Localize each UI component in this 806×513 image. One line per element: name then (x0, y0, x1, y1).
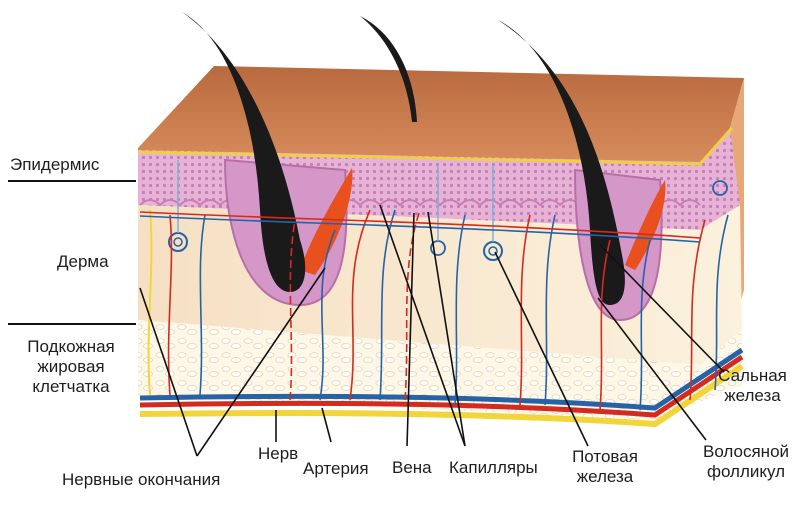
label-sweat-gland-line1: Потовая (560, 447, 650, 467)
label-sweat-gland: Потовая железа (560, 447, 650, 487)
label-epidermis: Эпидермис (10, 155, 99, 175)
label-subcutaneous-line1: Подкожная (10, 337, 132, 357)
label-sebaceous-gland: Сальная железа (705, 366, 800, 406)
label-sweat-gland-line2: железа (560, 467, 650, 487)
label-dermis: Дерма (57, 252, 109, 272)
label-hair-follicle-line2: фолликул (690, 462, 802, 482)
label-nerve: Нерв (258, 444, 298, 464)
label-sebaceous-line1: Сальная (705, 366, 800, 386)
label-vein: Вена (392, 458, 432, 478)
label-subcutaneous-line2: жировая (10, 357, 132, 377)
label-nerve-endings: Нервные окончания (62, 470, 220, 490)
label-hair-follicle: Волосяной фолликул (690, 442, 802, 482)
label-hair-follicle-line1: Волосяной (690, 442, 802, 462)
label-subcutaneous-line3: клетчатка (10, 377, 132, 397)
label-capillaries: Капилляры (449, 458, 538, 478)
label-artery: Артерия (303, 459, 369, 479)
label-subcutaneous: Подкожная жировая клетчатка (10, 337, 132, 397)
label-sebaceous-line2: железа (705, 386, 800, 406)
